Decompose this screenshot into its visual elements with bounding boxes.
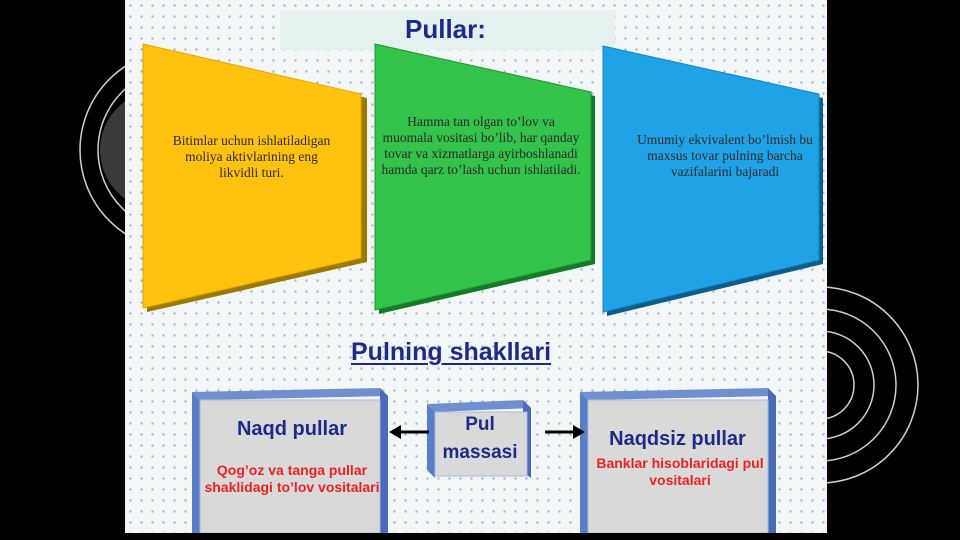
slide-title: Pullar: [405,14,486,44]
panel-blue-text: Umumiy ekvivalent bo’lmish bu maxsus tov… [637,132,813,179]
arrow-right-icon [545,425,585,439]
box-cash-title: Naqd pullar [236,418,347,440]
box-money-mass-title-1: Pul [465,414,495,435]
box-money-mass [427,400,531,478]
panel-green [374,43,595,314]
arrow-left-icon [389,425,429,439]
box-cashless-sub: Banklar hisoblaridagi pul vositalari [596,455,764,488]
section-subtitle: Pulning shakllari [351,338,552,366]
title-band [280,10,615,50]
box-cashless-title: Naqdsiz pullar [609,428,746,450]
panel-yellow [142,43,367,312]
panel-green-text: Hamma tan olgan to’lov va muomala vosita… [381,114,581,177]
panel-blue [602,45,823,316]
box-money-mass-title-2: massasi [442,442,518,463]
box-cash-sub: Qog’oz va tanga pullar shaklidagi to’lov… [204,462,380,495]
box-cash [192,388,388,533]
panel-yellow-text: Bitimlar uchun ishlatiladigan moliya akt… [172,133,331,180]
box-cashless [580,388,776,533]
slide: Pullar: Bitimlar uchun ishlatiladigan mo… [125,0,827,533]
